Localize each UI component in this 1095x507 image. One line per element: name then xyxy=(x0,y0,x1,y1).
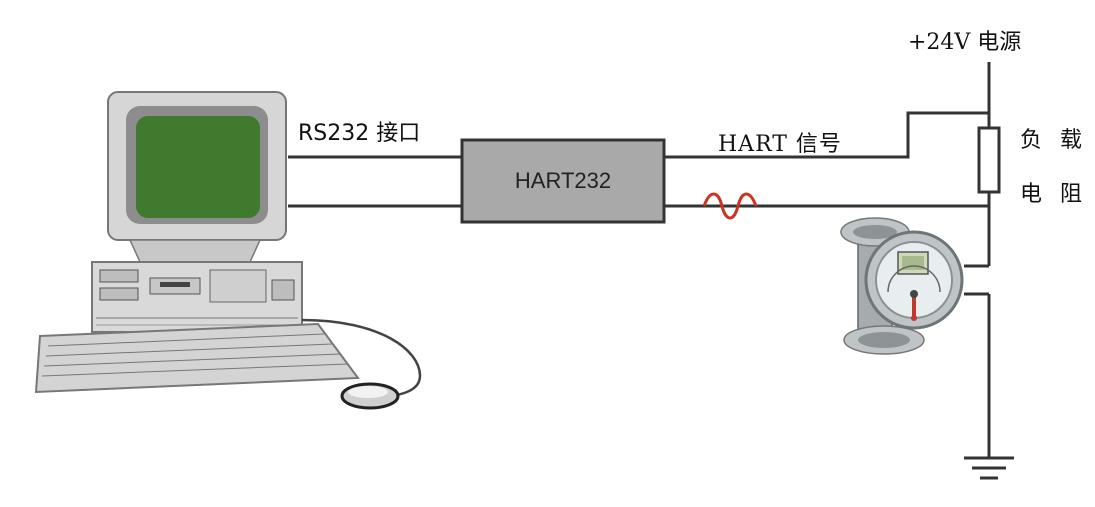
rs232-wires xyxy=(288,155,462,208)
desktop-computer-icon xyxy=(34,91,422,398)
mouse-icon xyxy=(340,382,400,410)
converter-label: HART232 xyxy=(514,168,612,193)
sine-wave-icon xyxy=(702,192,758,220)
hart-loop-wires xyxy=(664,62,991,458)
hart-signal-label: HART 信号 xyxy=(718,132,842,157)
load-resistor-label-line2: 电阻 xyxy=(1020,182,1095,207)
monitor-screen xyxy=(136,116,260,218)
hart232-converter xyxy=(460,138,666,224)
rs232-interface-label: RS232 接口 xyxy=(298,121,421,146)
flowmeter-icon xyxy=(840,217,964,355)
load-resistor-label-line1: 负载 xyxy=(1020,128,1095,153)
resistor-icon xyxy=(977,126,1001,194)
power-supply-label: +24V 电源 xyxy=(908,30,1022,55)
ground-icon xyxy=(964,456,1014,480)
